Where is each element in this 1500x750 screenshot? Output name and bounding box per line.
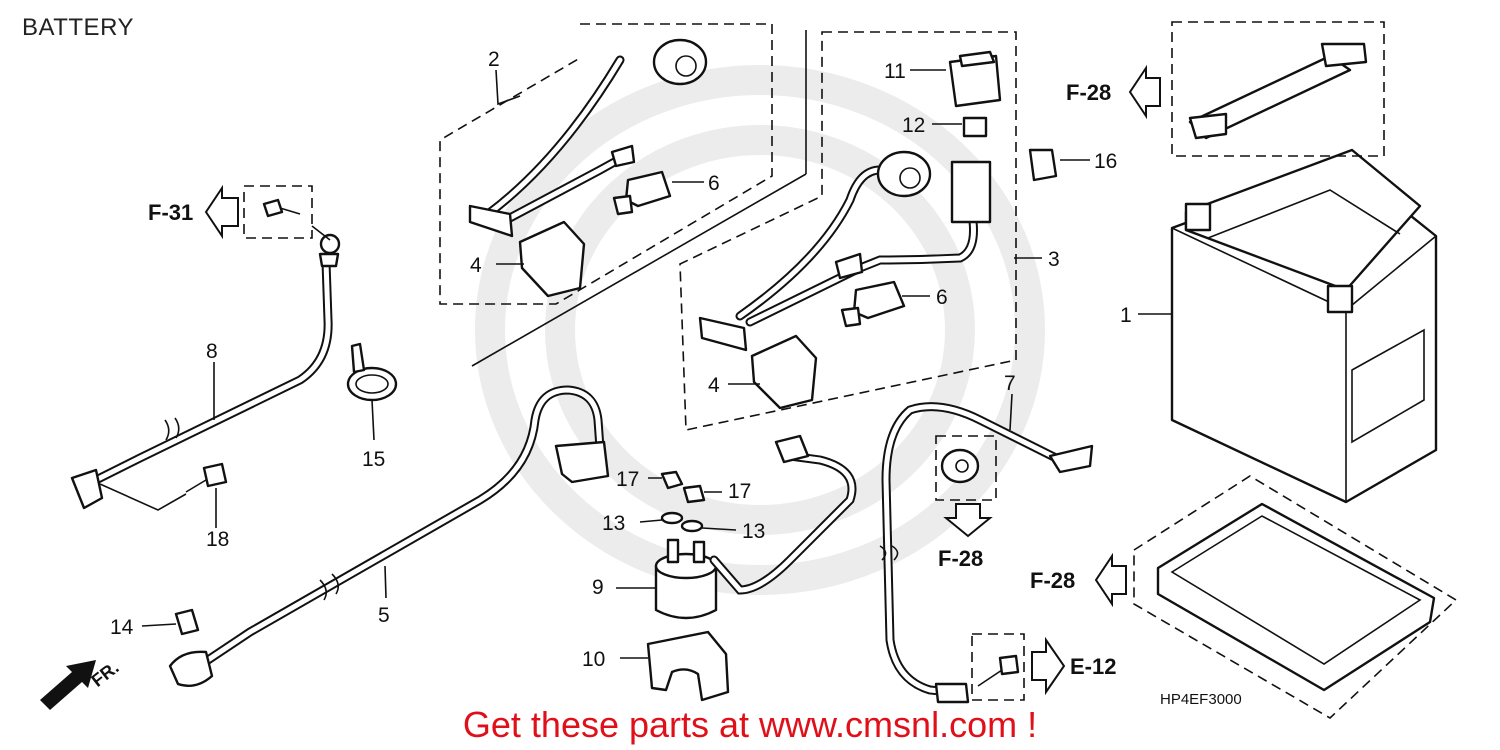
part-3-harness[interactable] [698, 150, 992, 352]
part-14-nut[interactable] [174, 608, 200, 636]
callout-17[interactable]: 17 [616, 468, 639, 491]
callout-11[interactable]: 11 [884, 60, 906, 83]
footer-link-text[interactable]: Get these parts at www.cmsnl.com ! [462, 704, 1038, 745]
callout-9[interactable]: 9 [592, 576, 604, 599]
f28-cover-detail [935, 435, 997, 501]
ref-f31[interactable]: F-31 [148, 200, 193, 225]
callout-12[interactable]: 12 [902, 114, 925, 137]
parts-13-17-nuts-washers[interactable] [639, 470, 737, 533]
callout-4[interactable]: 4 [470, 254, 482, 277]
part-2-harness[interactable] [468, 38, 708, 238]
callout-18[interactable]: 18 [206, 528, 229, 551]
battery-tray-detail [1133, 475, 1458, 719]
callout-6[interactable]: 6 [936, 286, 948, 309]
diagram-code: HP4EF3000 [1160, 691, 1242, 708]
ref-f28-strap[interactable]: F-28 [1066, 80, 1111, 105]
ref-f28-tray[interactable]: F-28 [1030, 568, 1075, 593]
part-10-relay-cover[interactable] [620, 630, 730, 702]
part-9-starter-relay[interactable] [654, 434, 857, 620]
part-6-cap-upper[interactable] [612, 170, 672, 216]
callout-17[interactable]: 17 [728, 480, 751, 503]
f28-arrow-down [943, 503, 993, 538]
callout-1[interactable]: 1 [1120, 304, 1132, 327]
part-1-battery[interactable] [1138, 148, 1438, 504]
callout-5[interactable]: 5 [378, 604, 390, 627]
part-5-starter-cable[interactable] [168, 385, 610, 687]
watermark [475, 65, 1045, 595]
f31-bolt-detail [243, 185, 331, 241]
part-16-clip[interactable] [1028, 148, 1058, 182]
battery-strap-detail [1171, 21, 1385, 157]
ref-f28-cover[interactable]: F-28 [938, 546, 983, 571]
callout-16[interactable]: 16 [1094, 150, 1117, 173]
callout-2[interactable]: 2 [488, 48, 500, 71]
callout-13[interactable]: 13 [742, 520, 765, 543]
harness-box-3 [679, 31, 1017, 431]
callout-numbers: 2 6 4 11 12 16 3 6 4 1 7 8 15 18 17 17 1… [110, 48, 1132, 671]
leader-lines [141, 69, 1090, 627]
part-18-bolt[interactable] [99, 462, 228, 511]
e12-arrow [1031, 636, 1066, 696]
callout-15[interactable]: 15 [362, 448, 385, 471]
part-11-relay[interactable] [948, 50, 1002, 108]
callout-7[interactable]: 7 [1004, 372, 1016, 395]
part-6-cap-lower[interactable] [840, 280, 906, 328]
part-8-ground-cable[interactable] [70, 233, 341, 510]
part-4-boot-lower[interactable] [750, 334, 818, 410]
part-7-battery-cable[interactable] [879, 393, 1094, 704]
harness-box-2 [439, 23, 807, 367]
ref-e12[interactable]: E-12 [1070, 654, 1116, 679]
callout-4[interactable]: 4 [708, 374, 720, 397]
callout-6[interactable]: 6 [708, 172, 720, 195]
page-title: BATTERY [22, 14, 134, 41]
callout-13[interactable]: 13 [602, 512, 625, 535]
callout-3[interactable]: 3 [1048, 248, 1060, 271]
callout-10[interactable]: 10 [582, 648, 605, 671]
front-arrow [40, 660, 96, 710]
f28-arrow-tray [1094, 552, 1127, 608]
callout-14[interactable]: 14 [110, 616, 134, 639]
f31-arrow [204, 184, 239, 240]
part-4-boot-upper[interactable] [518, 220, 586, 298]
part-15-clip[interactable] [346, 342, 398, 441]
callout-8[interactable]: 8 [206, 340, 218, 363]
e12-bolt-detail [971, 633, 1025, 701]
f28-arrow-top [1128, 64, 1161, 120]
part-12-fuse[interactable] [962, 116, 988, 138]
